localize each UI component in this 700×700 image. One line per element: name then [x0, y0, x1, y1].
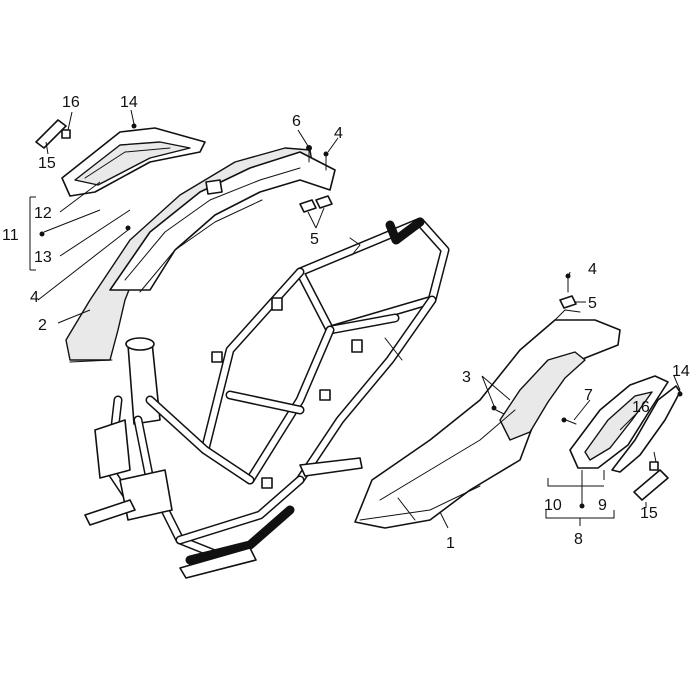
callout-13: 13 — [34, 249, 52, 266]
leader-lines — [29, 109, 681, 529]
left-trim-panel — [61, 127, 206, 197]
left-side-cover — [65, 147, 336, 363]
callout-11: 11 — [2, 227, 19, 244]
callout-10: 10 — [544, 497, 562, 514]
callout-5-top: 5 — [310, 231, 319, 248]
callout-4-top: 4 — [334, 125, 343, 142]
fasteners — [35, 119, 683, 501]
right-side-cover — [354, 309, 621, 529]
callout-6: 6 — [292, 113, 301, 130]
callout-3: 3 — [462, 369, 471, 386]
group-dot-8 — [579, 503, 585, 509]
callout-12: 12 — [34, 205, 52, 222]
callout-5-right: 5 — [588, 295, 597, 312]
callout-15-right: 15 — [640, 505, 658, 522]
callout-14-right: 14 — [672, 363, 690, 380]
callout-14-left: 14 — [120, 94, 138, 111]
right-trim-panel — [569, 375, 681, 473]
scooter-frame — [84, 217, 450, 579]
callout-1: 1 — [446, 535, 455, 552]
callout-2: 2 — [38, 317, 47, 334]
group-dot-11 — [39, 231, 45, 237]
callout-15-left: 15 — [38, 155, 56, 172]
callout-4-left: 4 — [30, 289, 39, 306]
callout-4-right: 4 — [588, 261, 597, 278]
callout-7: 7 — [584, 387, 593, 404]
callout-labels: 16 14 15 12 11 13 4 2 6 4 5 4 5 3 7 14 1… — [2, 94, 690, 552]
callout-16-left: 16 — [62, 94, 80, 111]
callout-9: 9 — [598, 497, 607, 514]
callout-8: 8 — [574, 531, 583, 548]
callout-16-right: 16 — [632, 399, 650, 416]
